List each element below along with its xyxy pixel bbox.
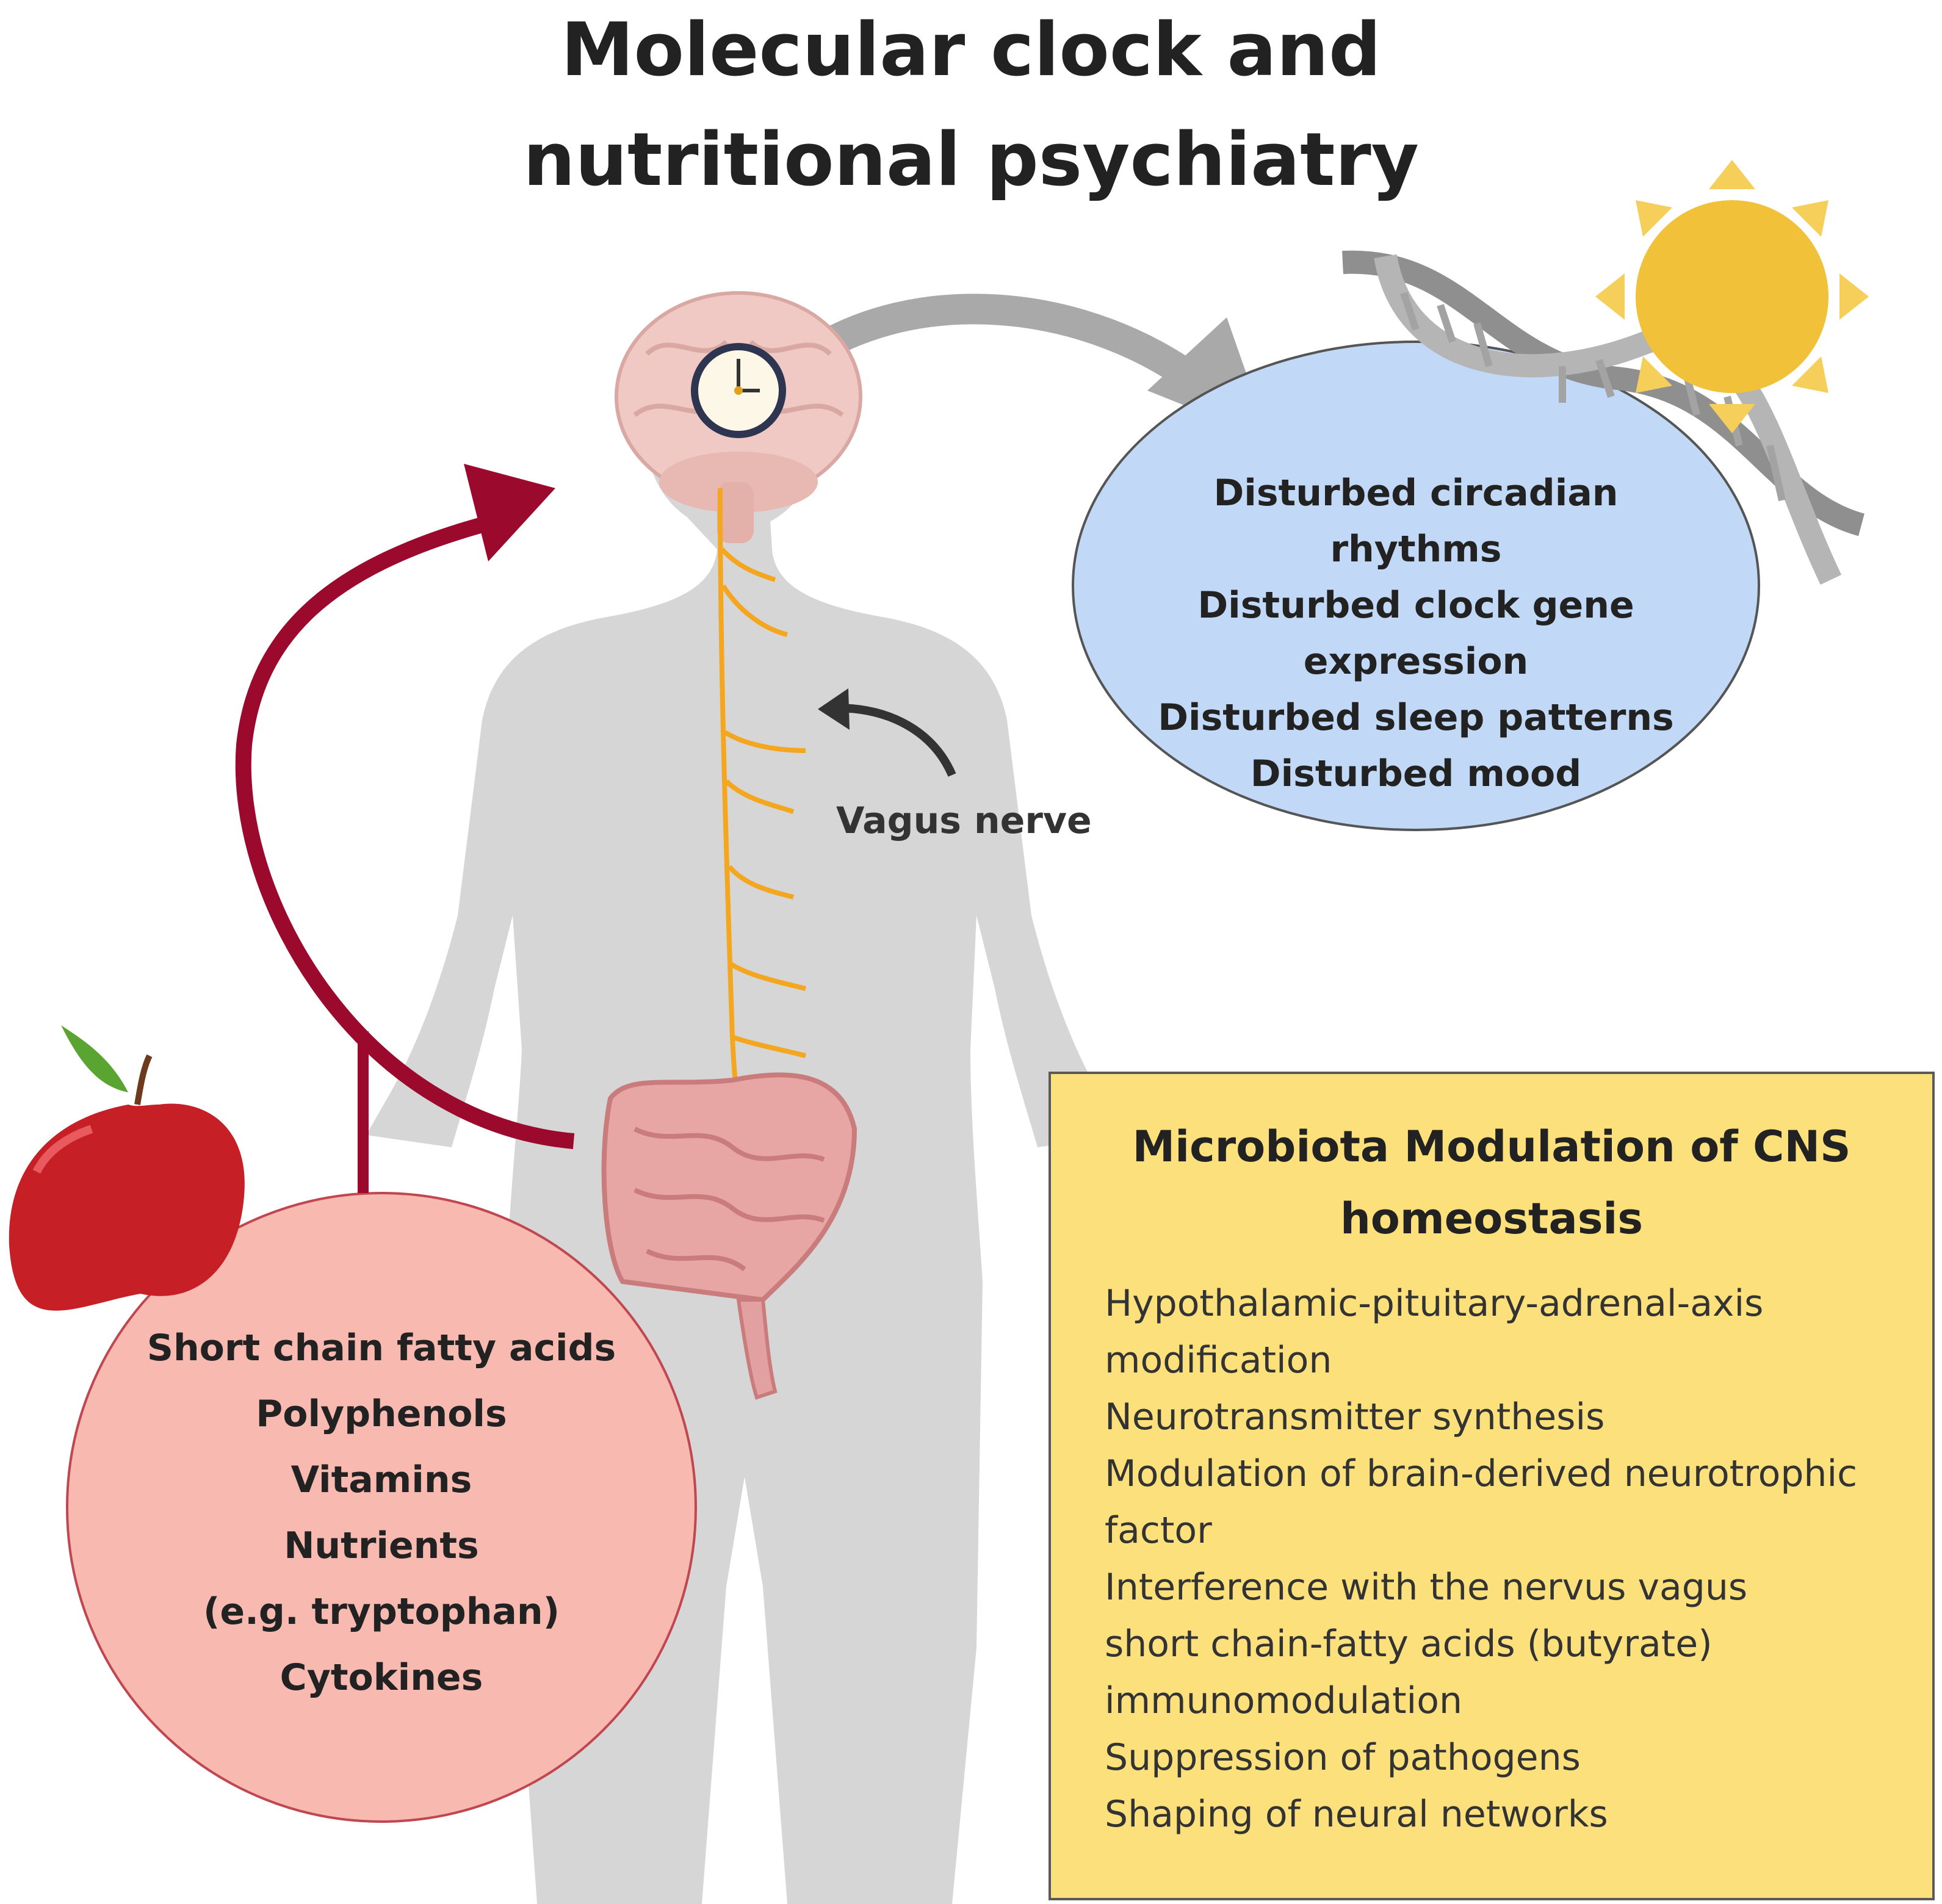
microbiota-list-item: Interference with the nervus vagus bbox=[1105, 1566, 1748, 1609]
sun-icon bbox=[1595, 160, 1869, 433]
gut-factor-line: Nutrients bbox=[284, 1524, 479, 1567]
vagus-nerve-label: Vagus nerve bbox=[836, 799, 1092, 842]
microbiota-list-item: Shaping of neural networks bbox=[1105, 1793, 1608, 1836]
microbiota-list-item: short chain-fatty acids (butyrate) bbox=[1105, 1623, 1713, 1665]
title-line-2: nutritional psychiatry bbox=[523, 118, 1419, 203]
circadian-effects-text: Disturbed circadian rhythms Disturbed cl… bbox=[1086, 465, 1745, 802]
vagus-pointer-arrow bbox=[818, 688, 956, 777]
microbiota-list-item: factor bbox=[1105, 1509, 1212, 1552]
gut-factor-line: (e.g. tryptophan) bbox=[203, 1590, 560, 1633]
microbiota-list-item: modification bbox=[1105, 1339, 1332, 1382]
vagus-nerve bbox=[718, 488, 806, 1137]
circadian-effect-line: Disturbed sleep patterns bbox=[1158, 696, 1674, 739]
microbiota-list-item: immunomodulation bbox=[1105, 1679, 1462, 1722]
microbiota-box-title-line-1: Microbiota Modulation of CNS bbox=[1132, 1122, 1851, 1172]
microbiota-box-title: Microbiota Modulation of CNS homeostasis bbox=[1051, 1111, 1932, 1255]
gut-factor-line: Vitamins bbox=[291, 1459, 472, 1501]
circadian-effect-line: Disturbed circadian bbox=[1213, 472, 1619, 514]
circadian-effects-oval bbox=[1072, 341, 1760, 831]
apple-icon bbox=[9, 1025, 369, 1311]
title-line-1: Molecular clock and bbox=[561, 8, 1381, 93]
microbiota-list-item: Modulation of brain-derived neurotrophic bbox=[1105, 1452, 1858, 1495]
gut-factor-line: Polyphenols bbox=[256, 1393, 507, 1435]
gut-factor-line: Cytokines bbox=[280, 1656, 483, 1699]
intestine-icon bbox=[601, 1072, 857, 1400]
gut-factor-line: Short chain fatty acids bbox=[146, 1327, 616, 1369]
circadian-effect-line: Disturbed mood bbox=[1250, 752, 1582, 795]
microbiota-box-list: Hypothalamic-pituitary-adrenal-axis modi… bbox=[1105, 1275, 1857, 1843]
gut-factors-text: Short chain fatty acids Polyphenols Vita… bbox=[73, 1315, 690, 1711]
microbiota-list-item: Neurotransmitter synthesis bbox=[1105, 1396, 1605, 1438]
microbiota-list-item: Suppression of pathogens bbox=[1105, 1736, 1581, 1779]
circadian-effect-line: Disturbed clock gene bbox=[1197, 584, 1634, 627]
microbiota-box: Microbiota Modulation of CNS homeostasis… bbox=[1049, 1072, 1935, 1900]
gut-factors-circle bbox=[66, 1192, 697, 1823]
microbiota-list-item: Hypothalamic-pituitary-adrenal-axis bbox=[1105, 1282, 1764, 1325]
clock-icon bbox=[691, 343, 786, 438]
circadian-effect-line: expression bbox=[1303, 640, 1529, 683]
microbiota-box-title-line-2: homeostasis bbox=[1340, 1194, 1644, 1244]
gut-to-brain-arrow bbox=[235, 464, 575, 1149]
circadian-effect-line: rhythms bbox=[1330, 528, 1502, 571]
